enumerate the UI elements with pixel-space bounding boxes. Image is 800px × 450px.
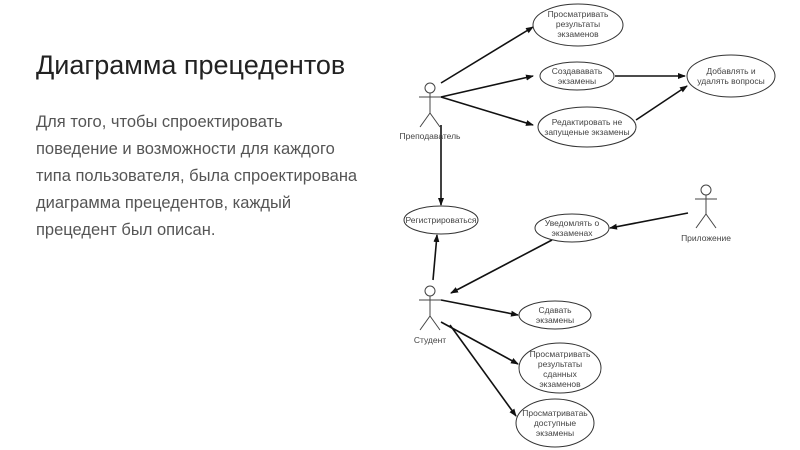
arrow-app-notify xyxy=(609,212,689,230)
actor-student-label: Студент xyxy=(414,335,446,345)
svg-text:результаты: результаты xyxy=(556,19,600,29)
use-case-view-passed-results: Просматривать результаты сданных экзамен… xyxy=(518,342,602,394)
use-case-view-available: Просматриватаь доступные экзамены xyxy=(515,398,595,448)
actor-student-icon xyxy=(419,285,441,331)
svg-text:экзаменов: экзаменов xyxy=(539,379,581,389)
use-case-view-results: Просматривать результаты экзаменов xyxy=(532,3,624,47)
svg-text:удалять вопросы: удалять вопросы xyxy=(697,76,764,86)
actor-teacher-icon xyxy=(419,82,441,128)
actor-teacher-label: Преподаватель xyxy=(400,131,462,141)
svg-text:Просматривать: Просматривать xyxy=(530,349,591,359)
use-case-take-exams: Сдавать экзамены xyxy=(518,300,592,330)
arrow-notify-student xyxy=(450,239,553,294)
slide-title: Диаграмма прецедентов xyxy=(36,50,346,80)
svg-text:Сдавать: Сдавать xyxy=(538,305,572,315)
svg-text:сданных: сданных xyxy=(543,369,577,379)
svg-text:запущеные экзамены: запущеные экзамены xyxy=(544,127,629,137)
svg-text:результаты: результаты xyxy=(538,359,582,369)
use-case-notify: Уведомлять о экзаменах xyxy=(534,213,610,243)
svg-text:доступные: доступные xyxy=(534,418,577,428)
arrow-teacher-create-exams xyxy=(440,74,534,98)
arrow-student-view-available xyxy=(449,324,517,417)
svg-text:экзаменах: экзаменах xyxy=(551,228,593,238)
use-case-add-remove-questions: Добавлять и удалять вопросы xyxy=(686,54,776,98)
svg-text:экзамены: экзамены xyxy=(536,428,574,438)
svg-text:Редактировать не: Редактировать не xyxy=(552,117,623,127)
use-case-edit-exams: Редактировать не запущеные экзамены xyxy=(537,106,637,148)
actor-app-label: Приложение xyxy=(681,233,731,243)
svg-text:Добавлять и: Добавлять и xyxy=(706,66,756,76)
svg-text:экзамены: экзамены xyxy=(536,315,574,325)
svg-text:экзамены: экзамены xyxy=(558,76,596,86)
svg-text:Регистрироваться: Регистрироваться xyxy=(405,215,476,225)
svg-text:Просматривать: Просматривать xyxy=(548,9,609,19)
svg-text:Создававать: Создававать xyxy=(552,66,603,76)
svg-text:Уведомлять о: Уведомлять о xyxy=(545,218,600,228)
actor-app-icon xyxy=(695,184,717,229)
use-case-create-exams: Создававать экзамены xyxy=(539,61,615,91)
arrow-student-take-exams xyxy=(440,299,519,317)
arrow-teacher-edit-exams xyxy=(440,96,534,126)
arrow-student-register xyxy=(432,234,440,281)
svg-text:Просматриватаь: Просматриватаь xyxy=(522,408,588,418)
slide-body-text: Для того, чтобы спроектировать поведение… xyxy=(36,113,358,239)
use-case-register: Регистрироваться xyxy=(403,205,479,235)
arrow-edit-to-questions xyxy=(635,85,688,121)
arrow-teacher-view-results xyxy=(440,26,534,84)
svg-text:экзаменов: экзаменов xyxy=(557,29,599,39)
